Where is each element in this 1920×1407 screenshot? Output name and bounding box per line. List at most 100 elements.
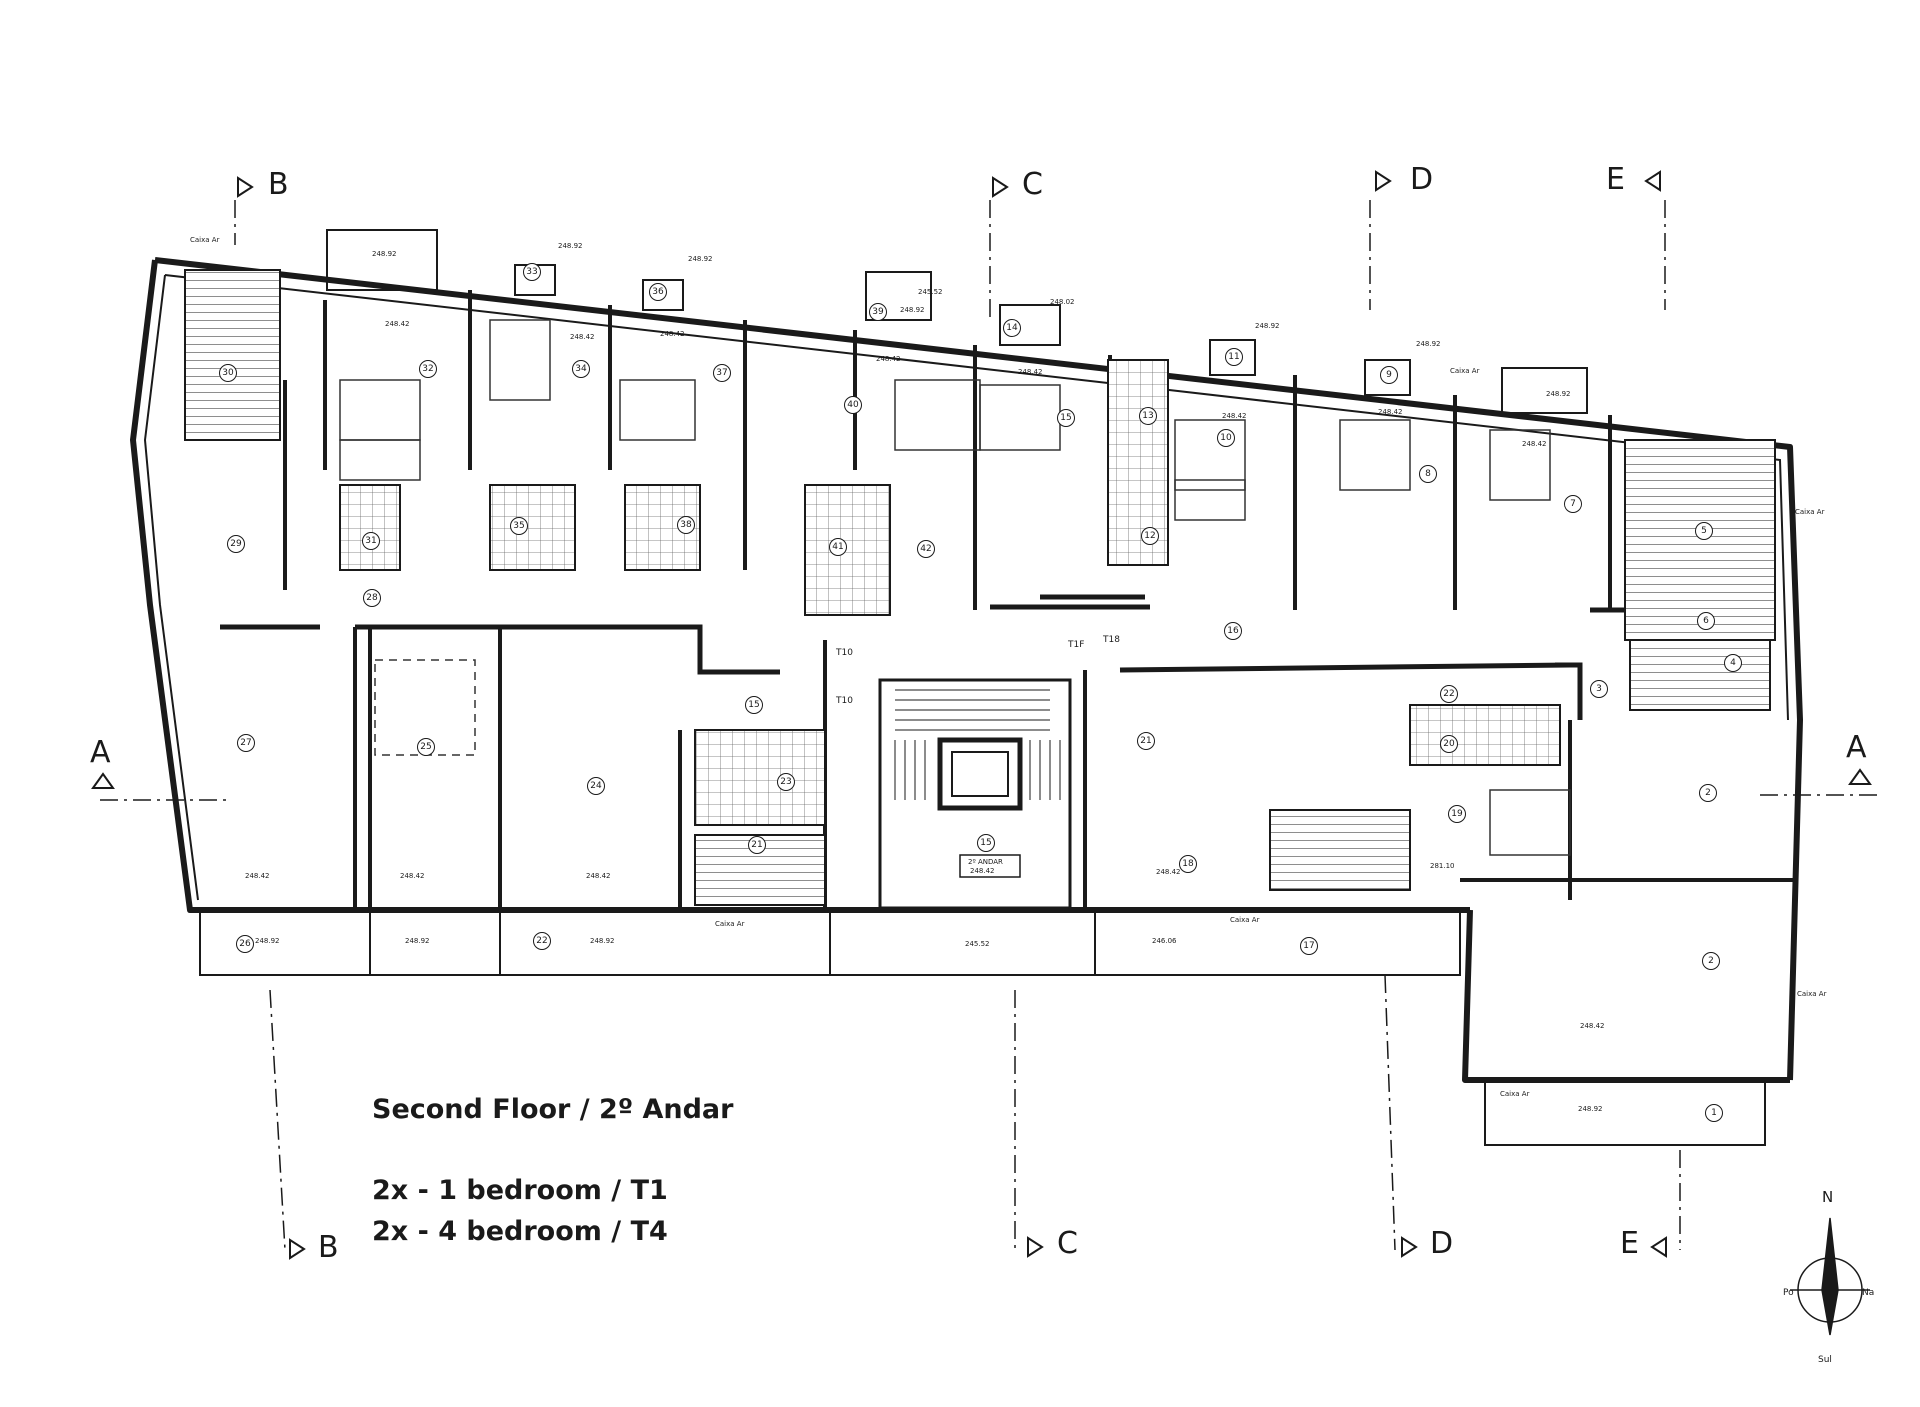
section-cut-lines <box>100 200 1880 1251</box>
level-label-walkway: 246.06 <box>1152 937 1177 945</box>
room-number-tag: 18 <box>1179 855 1197 873</box>
room-number-tag: 26 <box>236 935 254 953</box>
room-number-tag: 2 <box>1699 784 1717 802</box>
room-number-tag: 10 <box>1217 429 1235 447</box>
compass-west-label: Po <box>1783 1288 1794 1298</box>
room-number-tag: 35 <box>510 517 528 535</box>
room-number-tag: 9 <box>1380 366 1398 384</box>
room-number-tag: 39 <box>869 303 887 321</box>
level-label-r34-balcony: 248.92 <box>372 250 397 258</box>
room-number-tag: 15 <box>1057 409 1075 427</box>
room-number-tag: 4 <box>1724 654 1742 672</box>
level-label-r9: 248.92 <box>1416 340 1441 348</box>
room-number-tag: 15 <box>977 834 995 852</box>
room-number-tag: 16 <box>1224 622 1242 640</box>
room-number-tag: 3 <box>1590 680 1608 698</box>
level-label-r35: 248.92 <box>558 242 583 250</box>
room-number-tag: 22 <box>1440 685 1458 703</box>
level-label-4: 248.42 <box>1156 868 1181 876</box>
caixa-ar-label-south: Caixa Ar <box>715 920 745 928</box>
room-number-tag: 24 <box>587 777 605 795</box>
stair-marker-t10-upper: T10 <box>836 648 853 658</box>
floor-tag-level: 248.42 <box>970 867 995 875</box>
level-label-balcony-2: 248.92 <box>405 937 430 945</box>
room-number-tag: 41 <box>829 538 847 556</box>
unit-summary-t4: 2x - 4 bedroom / T4 <box>372 1216 668 1247</box>
section-label-B-top: B <box>268 167 289 202</box>
level-label-r8: 248.42 <box>1378 408 1403 416</box>
level-label-r10: 248.42 <box>1222 412 1247 420</box>
section-label-A-right: A <box>1846 730 1867 765</box>
level-label-2: 248.42 <box>400 872 425 880</box>
plan-caption: Second Floor / 2º Andar 2x - 1 bedroom /… <box>372 1096 733 1259</box>
partition-walls <box>283 290 1795 910</box>
room-number-tag: 34 <box>572 360 590 378</box>
level-label-1: 248.42 <box>245 872 270 880</box>
section-arrows <box>91 170 1872 1260</box>
room-number-tag: 20 <box>1440 735 1458 753</box>
level-label-r7: 248.42 <box>1522 440 1547 448</box>
room-number-tag: 23 <box>777 773 795 791</box>
room-number-tag: 40 <box>844 396 862 414</box>
caixa-ar-label-south-2: Caixa Ar <box>1230 916 1260 924</box>
north-arrow <box>1790 1217 1870 1336</box>
level-label-r11: 248.92 <box>1255 322 1280 330</box>
compass-east-label: Na <box>1862 1288 1875 1298</box>
level-label-r7-balcony: 248.92 <box>1546 390 1571 398</box>
room-number-tag: 7 <box>1564 495 1582 513</box>
caixa-ar-label-bottom: Caixa Ar <box>1500 1090 1530 1098</box>
room-number-tag: 15 <box>745 696 763 714</box>
level-label-r36: 248.42 <box>570 333 595 341</box>
exterior-walls-inner <box>143 274 1789 901</box>
room-number-tag: 6 <box>1697 612 1715 630</box>
room-number-tag: 37 <box>713 364 731 382</box>
level-label-r34: 248.42 <box>385 320 410 328</box>
room-number-tag: 29 <box>227 535 245 553</box>
corridor-walls <box>220 579 1653 720</box>
level-label-r41: 248.92 <box>900 306 925 314</box>
section-label-C-top: C <box>1022 167 1043 202</box>
section-label-E-top: E <box>1606 162 1625 197</box>
room-number-tag: 21 <box>1137 732 1155 750</box>
stair-core <box>878 678 1072 910</box>
balconies <box>199 229 1766 1146</box>
room-number-tag: 30 <box>219 364 237 382</box>
caixa-ar-label-southeast: Caixa Ar <box>1797 990 1827 998</box>
kitchens-and-bathrooms <box>184 269 1776 906</box>
level-label-r42: 248.42 <box>876 355 901 363</box>
compass-south-label: Sul <box>1818 1355 1832 1365</box>
level-label-balcony-1: 248.92 <box>255 937 280 945</box>
room-number-tag: 8 <box>1419 465 1437 483</box>
level-label-r39: 248.42 <box>660 330 685 338</box>
stair-marker-t18: T18 <box>1103 635 1120 645</box>
room-number-tag: 19 <box>1448 805 1466 823</box>
room-number-tag: 14 <box>1003 319 1021 337</box>
room-number-tag: 17 <box>1300 937 1318 955</box>
room-number-tag: 36 <box>649 283 667 301</box>
level-label-r15: 248.42 <box>1018 368 1043 376</box>
room-number-tag: 13 <box>1139 407 1157 425</box>
room-number-tag: 27 <box>237 734 255 752</box>
room-number-tag: 38 <box>677 516 695 534</box>
plan-title: Second Floor / 2º Andar <box>372 1094 734 1125</box>
room-number-tag: 21 <box>748 836 766 854</box>
level-label-shaft: 245.52 <box>965 940 990 948</box>
room-number-tag: 2 <box>1702 952 1720 970</box>
room-number-tag: 32 <box>419 360 437 378</box>
floor-tag-label: 2º ANDAR <box>968 858 1003 866</box>
room-number-tag: 12 <box>1141 527 1159 545</box>
section-label-E-bottom: E <box>1620 1226 1639 1261</box>
room-number-tag: 1 <box>1705 1104 1723 1122</box>
level-label-balcony-3: 248.92 <box>590 937 615 945</box>
level-label-5: 281.10 <box>1430 862 1455 870</box>
room-number-tag: 22 <box>533 932 551 950</box>
room-number-tag: 25 <box>417 738 435 756</box>
stair-marker-t1f: T1F <box>1068 640 1085 650</box>
level-label-3: 248.42 <box>586 872 611 880</box>
unit-summary-t1: 2x - 1 bedroom / T1 <box>372 1175 668 1206</box>
room-number-tag: 11 <box>1225 348 1243 366</box>
level-label-r38: 248.92 <box>688 255 713 263</box>
stair-marker-t10-lower: T10 <box>836 696 853 706</box>
section-label-B-bottom: B <box>318 1230 339 1265</box>
